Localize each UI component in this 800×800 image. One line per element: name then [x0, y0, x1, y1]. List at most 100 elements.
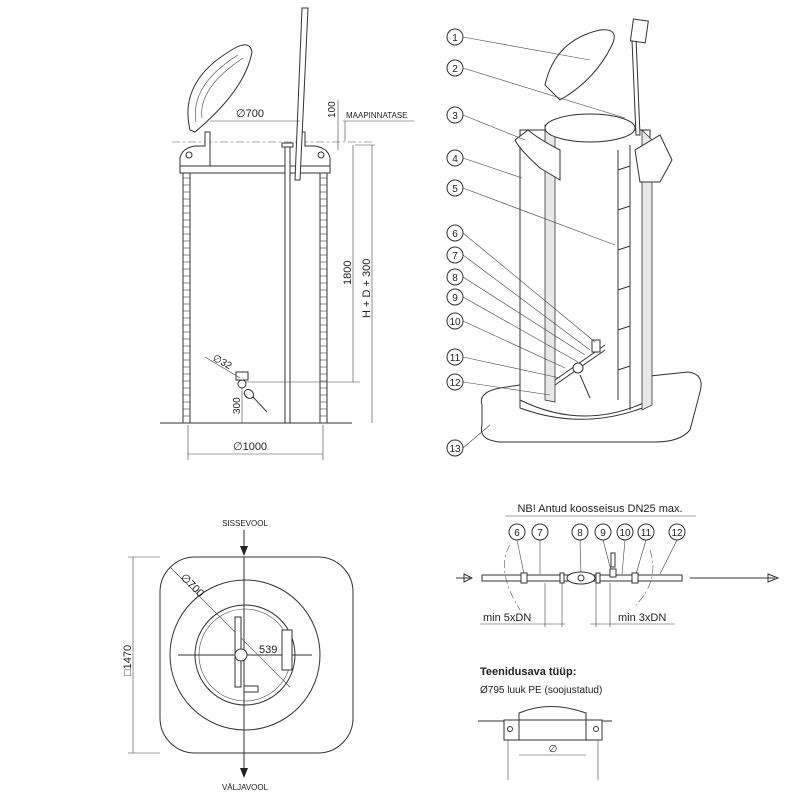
callout-number: 8: [577, 528, 583, 539]
valve-plan: [243, 685, 259, 693]
base-plate: [480, 371, 702, 443]
plan-dim-offset: 539: [259, 644, 277, 656]
callout-leader: [602, 539, 613, 575]
callout-circle: [531, 523, 549, 541]
callout-leader: [462, 187, 616, 246]
callout-number: 8: [452, 273, 458, 284]
callout-leader: [462, 232, 596, 343]
ladder-rung: [617, 365, 631, 371]
callout-leader: [462, 296, 579, 363]
callout-circle: [446, 224, 464, 242]
callout-number: 12: [671, 528, 683, 539]
dim-upstream: min 5xDN: [483, 612, 531, 624]
schematic-title: NB! Antud koosseisus DN25 max.: [517, 503, 682, 515]
callout-circle: [446, 149, 464, 167]
open-lid: [544, 29, 615, 101]
callout-number: 12: [449, 378, 461, 389]
ladder-plan: [281, 629, 293, 671]
callout-number: 7: [452, 251, 458, 262]
hatch-dim-symbol: ∅: [549, 744, 558, 755]
callout-circle: [446, 439, 464, 457]
outflow-arrow-icon: [690, 573, 780, 583]
callout-leader: [462, 381, 551, 396]
dim-total-height: H + D + 300: [361, 259, 373, 318]
left-wall: [182, 171, 191, 424]
callout-circle: [446, 288, 464, 306]
hatch-description: Ø795 luuk PE (soojustatud): [480, 685, 602, 696]
callout-circle: [446, 179, 464, 197]
callout-circle: [594, 523, 612, 541]
callout-circle: [446, 28, 464, 46]
dim-diameter: ∅1000: [233, 441, 267, 453]
callout-number: 13: [449, 444, 461, 455]
dim-opening-700: ∅700: [236, 108, 264, 120]
dim-leader-32: [204, 356, 241, 379]
callout-leader: [462, 276, 586, 356]
callout-circle: [446, 246, 464, 264]
handle-rod: [294, 7, 309, 181]
callout-number: 10: [449, 317, 461, 328]
service-hatch: Teenidusava tüüp: Ø795 luuk PE (soojusta…: [478, 666, 612, 780]
cylinder-top-opening: [544, 113, 636, 143]
inflow-label: SISSEVOOL: [222, 519, 268, 528]
right-wall: [319, 171, 328, 424]
callout-leader: [462, 36, 591, 61]
callout-number: 4: [452, 154, 458, 165]
callout-circle: [571, 523, 589, 541]
dim-downstream: min 3xDN: [618, 612, 666, 624]
inflow-arrow-icon: [456, 573, 474, 583]
callout-leader: [579, 539, 582, 575]
bolt-hole: [317, 151, 325, 159]
valve-handle: [610, 552, 616, 568]
ladder-rung: [617, 165, 631, 171]
outflow-label: VÄLJAVOOL: [222, 783, 269, 792]
fitting: [595, 572, 601, 584]
ladder-rung: [617, 205, 631, 211]
front-view: ∅700 100 MAAPINNATASE 1800 H + D + 300 ∅…: [160, 7, 414, 460]
valve-assembly: [235, 371, 360, 413]
flange-ring: [179, 165, 331, 174]
meter-plan: [234, 648, 248, 662]
callout-leader: [462, 424, 491, 449]
ladder-rung: [617, 245, 631, 251]
pole-cap: [281, 142, 294, 148]
callout-number: 7: [537, 528, 543, 539]
left-flange: [179, 131, 211, 173]
flange-right: [634, 134, 673, 183]
fitting: [631, 572, 639, 584]
bolt-hole: [185, 151, 193, 159]
callout-circle: [668, 523, 686, 541]
hatch-frame: [503, 719, 603, 741]
flange-left: [514, 129, 561, 181]
dim-lid-height: 100: [327, 101, 338, 118]
lid-rib: [201, 57, 244, 119]
fitting: [559, 572, 565, 584]
callout-number: 11: [450, 353, 461, 364]
plan-view: SISSEVOOL ∅700 539 □1470 VÄLJAVOOL: [122, 519, 354, 792]
ladder: [617, 145, 631, 410]
right-flange: [299, 131, 331, 173]
callout-number: 5: [452, 184, 458, 195]
handle-top: [629, 18, 649, 44]
ladder-rung: [617, 325, 631, 331]
dim-pipe-height: 300: [232, 397, 243, 414]
dim-height-1800: 1800: [342, 261, 354, 285]
plan-dim-square: □1470: [122, 645, 134, 676]
valve-assembly: [554, 339, 606, 399]
callout-circle: [616, 523, 634, 541]
callout-number: 6: [514, 528, 520, 539]
callout-circle: [446, 373, 464, 391]
water-meter: [566, 571, 596, 585]
outflow-arrow-icon: [240, 768, 248, 778]
bolt-hole: [507, 726, 513, 732]
meter-dial: [577, 574, 585, 582]
dim-line-700: [169, 566, 291, 688]
callout-number: 2: [452, 64, 458, 75]
open-lid: [187, 44, 253, 133]
callout-number: 1: [452, 33, 458, 44]
callout-number: 9: [600, 528, 606, 539]
callout-circle: [446, 348, 464, 366]
callout-leader: [462, 114, 526, 141]
